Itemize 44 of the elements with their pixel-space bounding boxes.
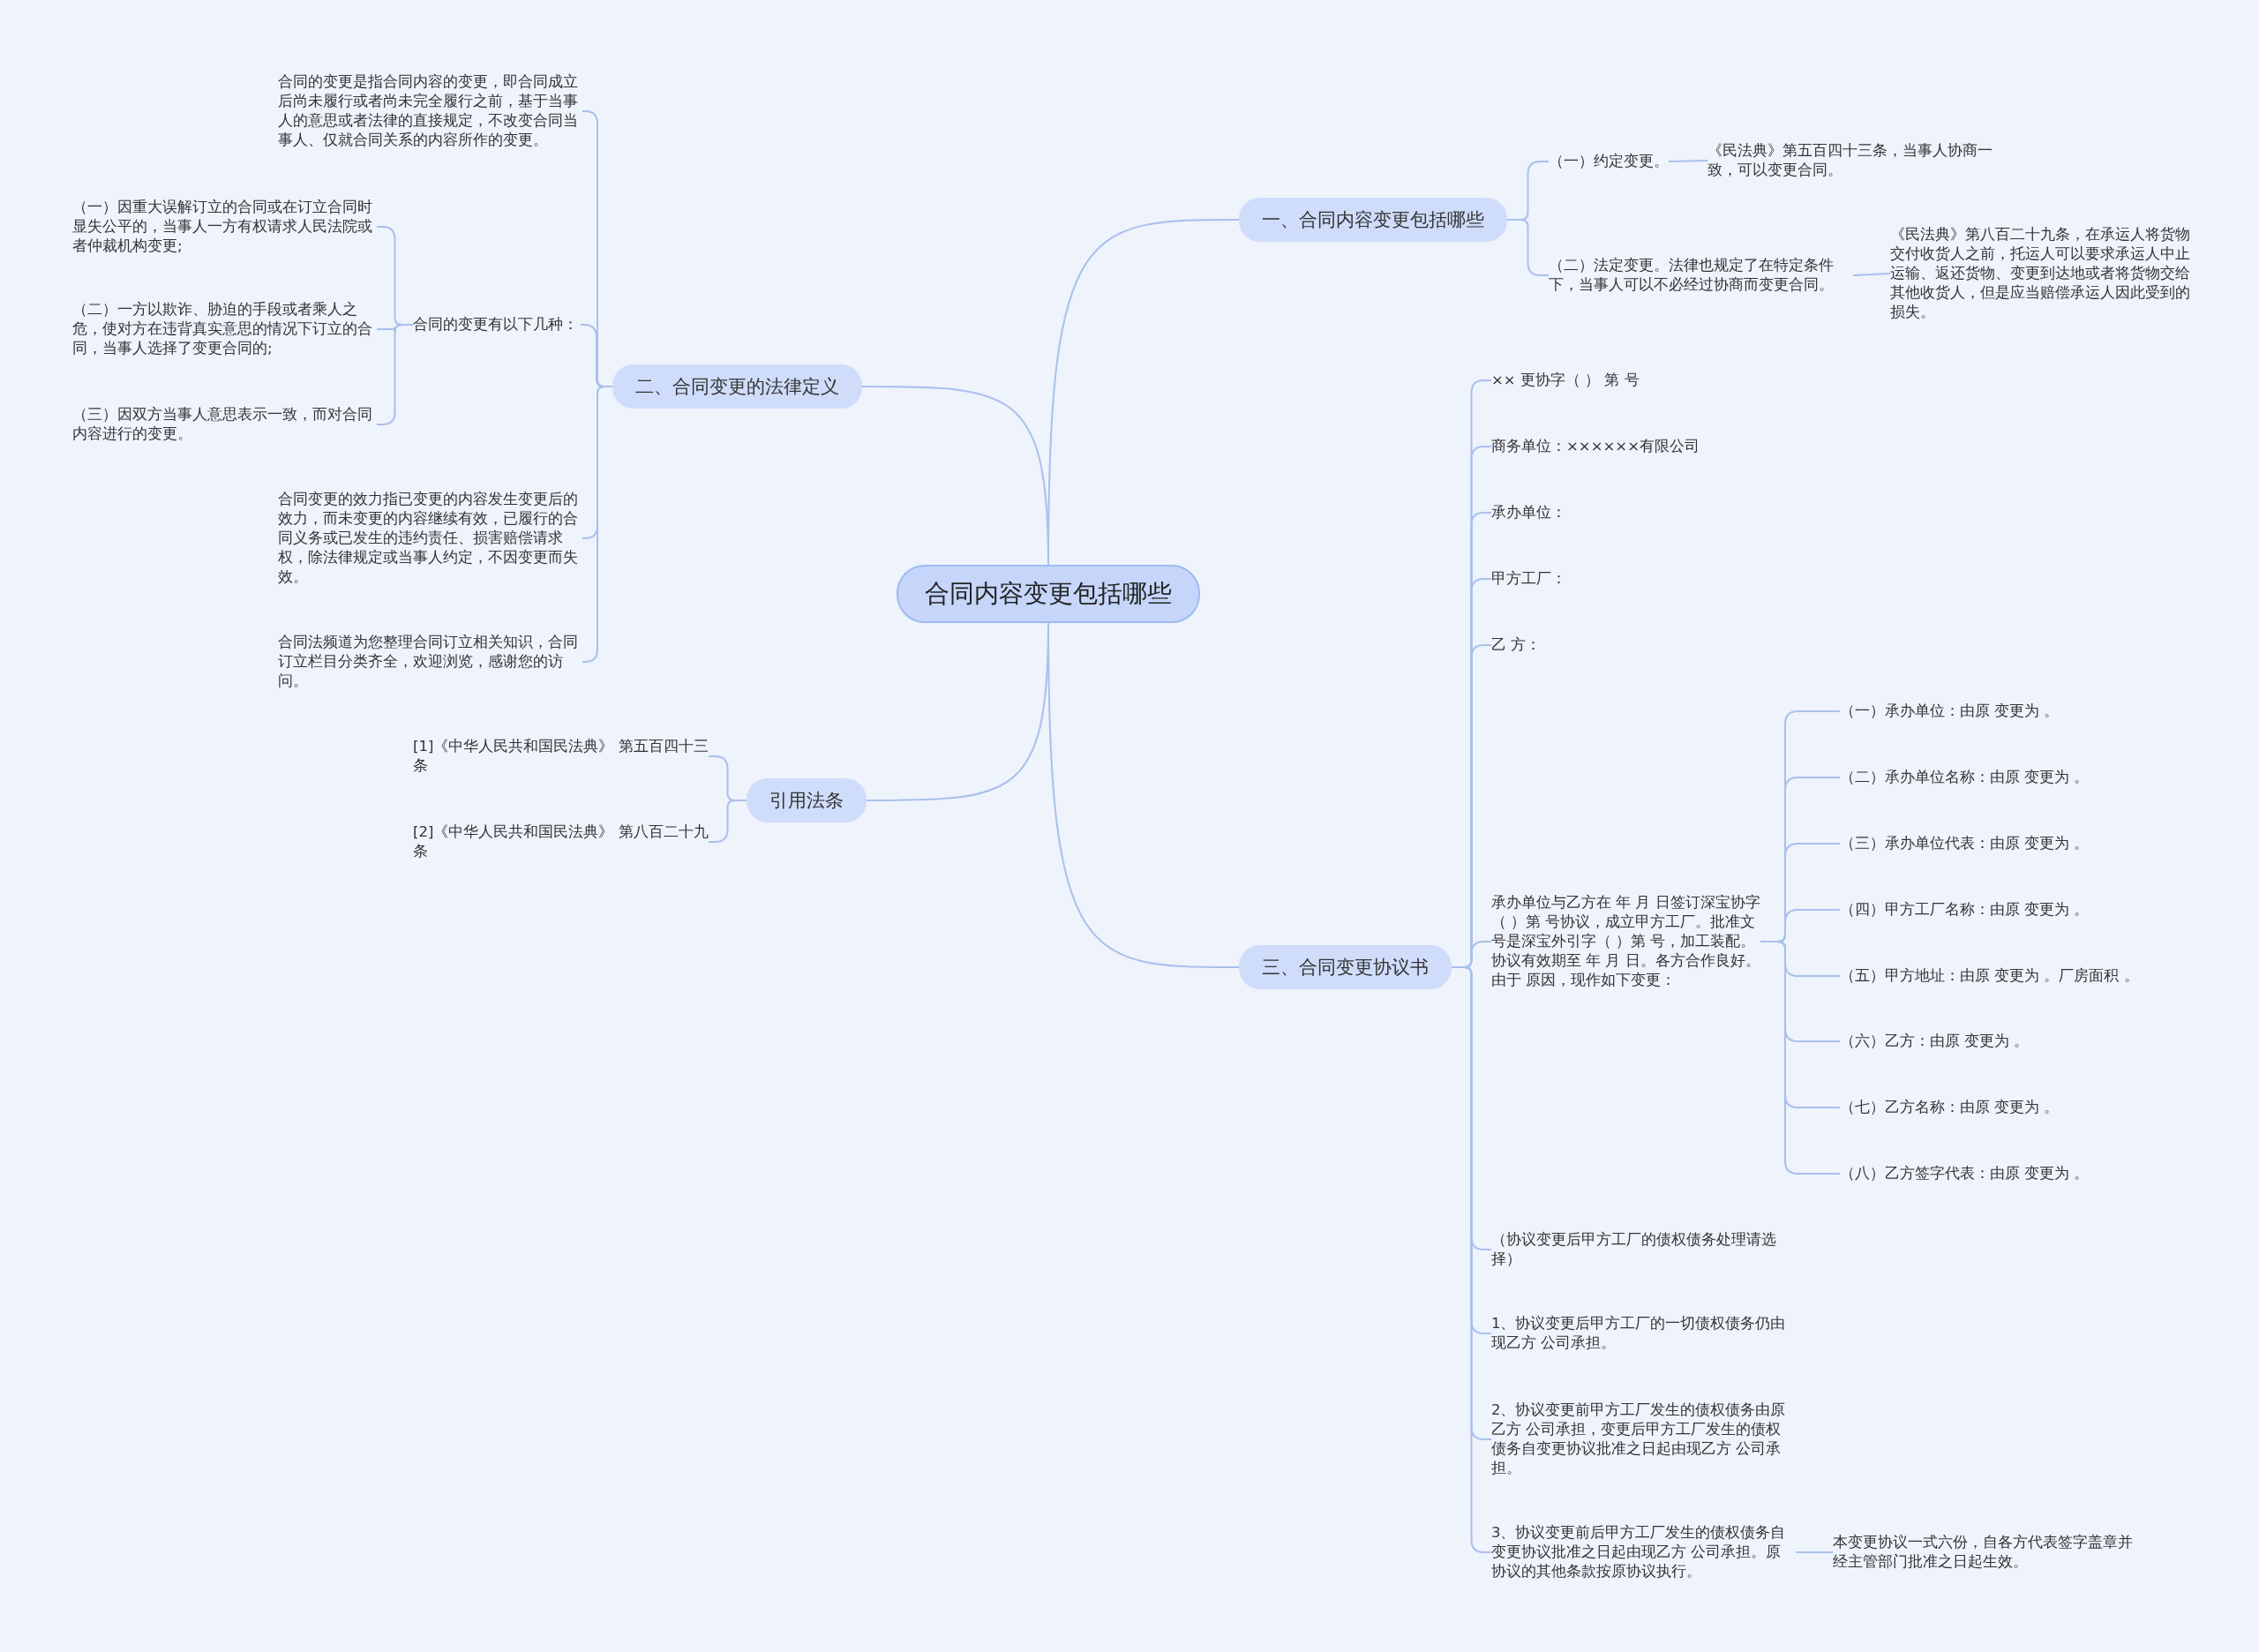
subtopic-text: （四）甲方工厂名称：由原 变更为 。 — [1840, 898, 2105, 921]
subtopic-text: （二）一方以欺诈、胁迫的手段或者乘人之危，使对方在违背真实意思的情况下订立的合同，当事人选择了变更合同的; — [72, 298, 377, 360]
main-topic: 三、合同变更协议书 — [1239, 945, 1452, 989]
subtopic-text: 《民法典》第五百四十三条，当事人协商一致，可以变更合同。 — [1707, 139, 2016, 182]
central-topic: 合同内容变更包括哪些 — [897, 565, 1200, 623]
subtopic-text: 合同的变更有以下几种： — [413, 313, 581, 336]
subtopic-text: 甲方工厂： — [1491, 567, 1668, 590]
subtopic-text: （协议变更后甲方工厂的债权债务处理请选择） — [1491, 1228, 1796, 1271]
subtopic-text: 1、协议变更后甲方工厂的一切债权债务仍由现乙方 公司承担。 — [1491, 1312, 1796, 1355]
subtopic-text: 承办单位与乙方在 年 月 日签订深宝协字（ ）第 号协议，成立甲方工厂。批准文号是深宝外引字（ ）第 号，加工装配。协议有效期至 年 月 日。各方合作良好。由于 原因，现作如下变更： — [1491, 891, 1760, 992]
subtopic-text: （七）乙方名称：由原 变更为 。 — [1840, 1096, 2105, 1119]
main-topic: 二、合同变更的法律定义 — [612, 364, 862, 409]
connector-line — [1760, 941, 1841, 1175]
subtopic-text: 承办单位： — [1491, 501, 1668, 524]
subtopic-text: 3、协议变更前后甲方工厂发生的债权债务自变更协议批准之日起由现乙方 公司承担。原协议的其他条款按原协议执行。 — [1491, 1521, 1796, 1583]
subtopic-text: 2、协议变更前甲方工厂发生的债权债务由原乙方 公司承担，变更后甲方工厂发生的债权债务自变更协议批准之日起由现乙方 公司承担。 — [1491, 1399, 1796, 1480]
subtopic-text: （三）承办单位代表：由原 变更为 。 — [1840, 832, 2105, 855]
subtopic-text: （二）法定变更。法律也规定了在特定条件下，当事人可以不必经过协商而变更合同。 — [1549, 254, 1853, 297]
subtopic-text: （六）乙方：由原 变更为 。 — [1840, 1030, 2105, 1053]
subtopic-text: 合同的变更是指合同内容的变更，即合同成立后尚未履行或者尚未完全履行之前，基于当事人的意思或者法律的直接规定，不改变合同当事人、仅就合同关系的内容所作的变更。 — [278, 71, 582, 152]
subtopic-text: ×× 更协字（ ） 第 号 — [1491, 369, 1756, 392]
connector-line — [861, 386, 1049, 566]
subtopic-text: （一）约定变更。 — [1549, 150, 1669, 173]
main-topic: 一、合同内容变更包括哪些 — [1239, 198, 1507, 242]
connector-line — [708, 800, 747, 843]
subtopic-text: 乙 方： — [1491, 634, 1668, 657]
main-topic: 引用法条 — [747, 778, 867, 822]
subtopic-text: [2]《中华人民共和国民法典》 第八百二十九条 — [413, 821, 709, 863]
subtopic-text: （一）承办单位：由原 变更为 。 — [1840, 700, 2105, 723]
connector-line — [1668, 160, 1708, 162]
subtopic-text: [1]《中华人民共和国民法典》 第五百四十三条 — [413, 735, 709, 777]
subtopic-text: 商务单位：××××××有限公司 — [1491, 435, 1774, 458]
subtopic-text: （一）因重大误解订立的合同或在订立合同时显失公平的，当事人一方有权请求人民法院或者仲裁机构变更; — [72, 196, 377, 258]
subtopic-text: 合同法频道为您整理合同订立相关知识，合同订立栏目分类齐全，欢迎浏览，感谢您的访问。 — [278, 631, 582, 693]
subtopic-text: （二）承办单位名称：由原 变更为 。 — [1840, 766, 2105, 789]
connector-line — [1795, 1551, 1834, 1553]
subtopic-text: 本变更协议一式六份，自各方代表签字盖章并经主管部门批准之日起生效。 — [1833, 1531, 2137, 1573]
connector-line — [1852, 273, 1891, 276]
subtopic-text: 《民法典》第八百二十九条，在承运人将货物交付收货人之前，托运人可以要求承运人中止运输、返还货物、变更到达地或者将货物交给其他收货人，但是应当赔偿承运人因此受到的损失。 — [1890, 223, 2195, 324]
connector-line — [582, 386, 613, 663]
subtopic-text: （三）因双方当事人意思表示一致，而对合同内容进行的变更。 — [72, 403, 377, 446]
subtopic-text: 合同变更的效力指已变更的内容发生变更后的效力，而未变更的内容继续有效，已履行的合同义务或已发生的违约责任、损害赔偿请求权，除法律规定或当事人约定，不因变更而失效。 — [278, 488, 582, 589]
subtopic-text: （八）乙方签字代表：由原 变更为 。 — [1840, 1162, 2122, 1185]
subtopic-text: （五）甲方地址：由原 变更为 。厂房面积 。 — [1840, 965, 2139, 987]
